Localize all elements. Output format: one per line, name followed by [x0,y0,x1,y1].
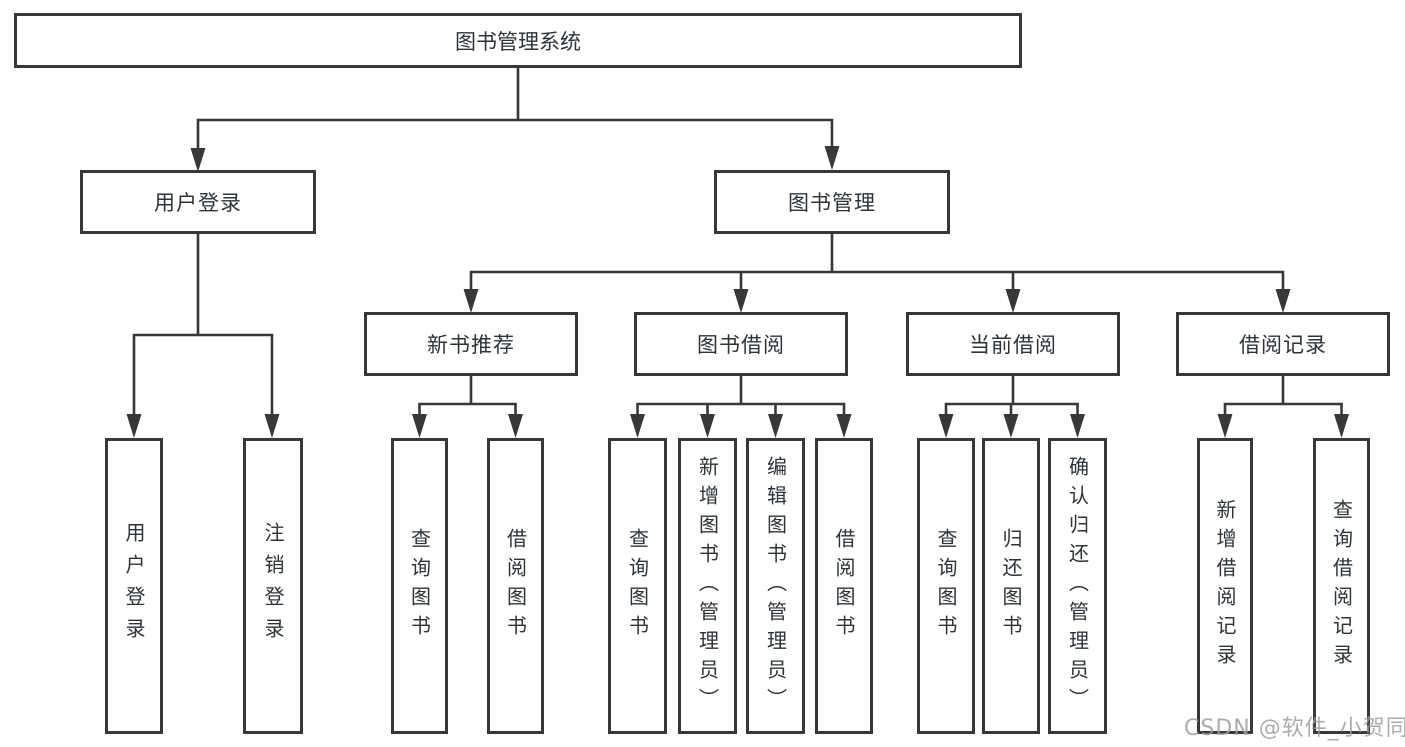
leaf-borrow-book-2: 借阅图书 [815,438,873,734]
node-label: 新增借阅记录 [1213,499,1237,673]
node-label: 新书推荐 [427,333,515,357]
node-label: 注销登录 [261,522,285,650]
node-label: 编辑图书（管理员） [763,455,788,717]
node-label: 查询图书 [625,528,650,644]
leaf-logout: 注销登录 [243,438,303,734]
leaf-query-borrow-record: 查询借阅记录 [1313,438,1370,734]
node-label: 查询图书 [407,528,432,644]
node-label: 查询借阅记录 [1329,499,1354,673]
node-label: 确认归还（管理员） [1065,455,1090,717]
node-label: 图书管理系统 [455,29,581,54]
node-book-management: 图书管理 [714,170,950,234]
leaf-return-book: 归还图书 [982,438,1040,734]
node-label: 用户登录 [154,191,242,215]
node-label: 图书管理 [788,191,876,215]
node-label: 借阅图书 [832,528,856,644]
csdn-watermark: CSDN @软件_小贺同学 [1184,716,1405,741]
leaf-query-book-3: 查询图书 [917,438,975,734]
node-borrow-records: 借阅记录 [1176,312,1390,376]
node-label: 借阅图书 [503,528,528,644]
leaf-add-borrow-record: 新增借阅记录 [1197,438,1253,734]
leaf-edit-book-admin: 编辑图书（管理员） [746,438,805,734]
node-label: 当前借阅 [969,333,1057,357]
arrowheads [126,146,1349,438]
node-user-login: 用户登录 [80,170,316,234]
node-new-book-recommend: 新书推荐 [364,312,578,376]
leaf-query-book-1: 查询图书 [391,438,448,734]
leaf-query-book-2: 查询图书 [608,438,667,734]
leaf-borrow-book-1: 借阅图书 [487,438,544,734]
leaf-user-login: 用户登录 [105,438,163,734]
leaf-add-book-admin: 新增图书（管理员） [678,438,737,734]
node-current-borrow: 当前借阅 [906,312,1120,376]
tree-edges [132,66,1343,422]
node-label: 归还图书 [999,528,1023,644]
node-label: 查询图书 [934,528,958,644]
node-label: 借阅记录 [1239,333,1327,357]
node-library-system: 图书管理系统 [14,13,1022,68]
leaf-confirm-return-admin: 确认归还（管理员） [1048,438,1107,734]
node-book-borrow: 图书借阅 [634,312,848,376]
node-label: 新增图书（管理员） [695,455,720,717]
node-label: 用户登录 [122,522,146,650]
node-label: 图书借阅 [697,333,785,357]
